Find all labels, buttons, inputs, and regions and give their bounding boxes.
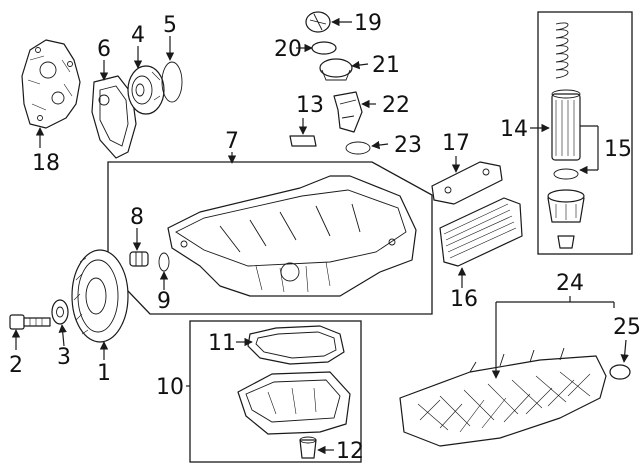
oil-filter-frame bbox=[537, 11, 633, 255]
callout-21: 21 bbox=[372, 53, 400, 78]
front-cover-plate[interactable] bbox=[21, 39, 81, 129]
drain-plug-washer[interactable] bbox=[158, 252, 170, 272]
oil-cooler[interactable] bbox=[439, 197, 523, 267]
intake-manifold[interactable] bbox=[399, 347, 607, 447]
filter-spring[interactable] bbox=[555, 22, 569, 79]
crankshaft-pulley[interactable] bbox=[71, 249, 129, 343]
callout-10: 10 bbox=[156, 375, 184, 400]
callout-25: 25 bbox=[613, 315, 640, 340]
pump-o-ring[interactable] bbox=[161, 61, 183, 103]
manifold-seal[interactable] bbox=[609, 364, 631, 380]
callout-12: 12 bbox=[336, 439, 364, 464]
filler-cap[interactable] bbox=[305, 11, 331, 33]
callout-4: 4 bbox=[131, 23, 145, 48]
callout-8: 8 bbox=[130, 205, 144, 230]
filler-tube-seal[interactable] bbox=[345, 141, 371, 155]
callout-7: 7 bbox=[225, 129, 239, 154]
callout-24: 24 bbox=[556, 271, 584, 296]
lower-pan-frame bbox=[189, 320, 362, 463]
filler-cap-seal[interactable] bbox=[311, 41, 337, 55]
callout-19: 19 bbox=[354, 11, 382, 36]
callout-6: 6 bbox=[97, 37, 111, 62]
callout-17: 17 bbox=[442, 131, 470, 156]
pulley-washer[interactable] bbox=[51, 299, 69, 325]
callout-16: 16 bbox=[450, 287, 478, 312]
pulley-bolt[interactable] bbox=[9, 314, 51, 330]
callout-9: 9 bbox=[157, 289, 171, 314]
callout-15: 15 bbox=[604, 137, 632, 162]
lower-drain-plug[interactable] bbox=[299, 436, 317, 459]
filter-o-ring[interactable] bbox=[553, 168, 579, 180]
filler-tube-adapter[interactable] bbox=[319, 58, 353, 81]
lower-oil-pan[interactable] bbox=[237, 371, 351, 435]
callout-20: 20 bbox=[274, 37, 302, 62]
callout-1: 1 bbox=[97, 361, 111, 386]
front-cover-gasket[interactable] bbox=[91, 75, 137, 159]
water-pump[interactable] bbox=[127, 65, 165, 115]
drain-plug[interactable] bbox=[129, 251, 149, 267]
callout-22: 22 bbox=[382, 93, 410, 118]
upper-oil-pan[interactable] bbox=[167, 175, 417, 297]
callout-11: 11 bbox=[208, 331, 236, 356]
callout-3: 3 bbox=[57, 345, 71, 370]
dipstick-grommet[interactable] bbox=[289, 135, 317, 147]
oil-filter-element[interactable] bbox=[551, 89, 581, 161]
callout-18: 18 bbox=[32, 151, 60, 176]
callout-5: 5 bbox=[163, 13, 177, 38]
callout-13: 13 bbox=[296, 93, 324, 118]
oil-filler-tube[interactable] bbox=[333, 91, 363, 133]
filter-cap[interactable] bbox=[547, 189, 585, 223]
callout-14: 14 bbox=[500, 117, 528, 142]
lower-pan-gasket[interactable] bbox=[247, 325, 345, 365]
filter-drain-plug[interactable] bbox=[557, 235, 575, 249]
callout-2: 2 bbox=[9, 353, 23, 378]
oil-cooler-gasket[interactable] bbox=[431, 161, 503, 205]
callout-23: 23 bbox=[394, 133, 422, 158]
